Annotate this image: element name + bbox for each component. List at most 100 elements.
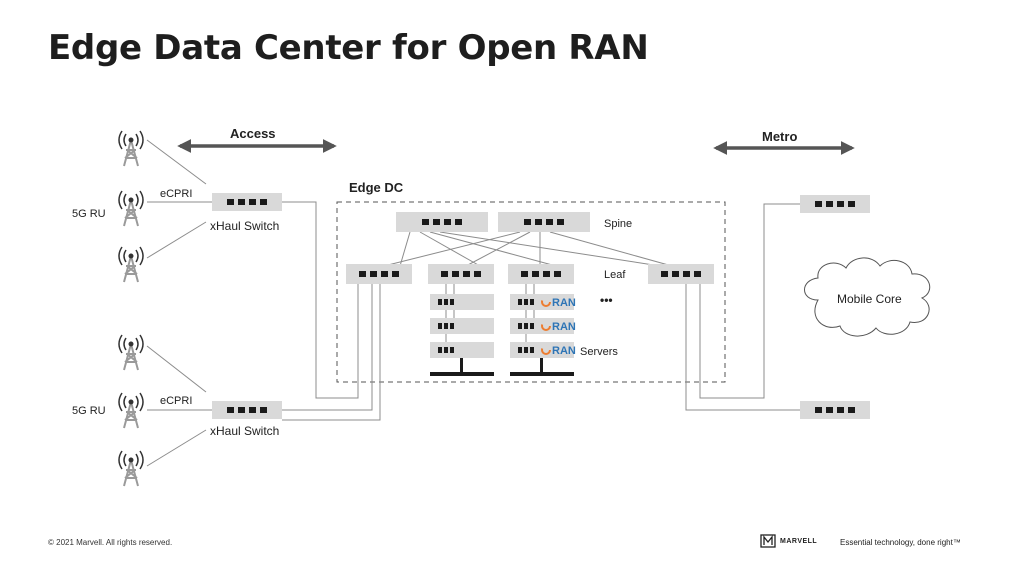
switch-port (837, 201, 844, 207)
ran-logo: RAN (541, 345, 576, 357)
metro-label: Metro (762, 129, 797, 144)
server-rack1-2 (430, 318, 494, 334)
switch-port (370, 271, 377, 277)
switch-port (826, 201, 833, 207)
switch-port (463, 271, 470, 277)
radio-tower-icon (118, 392, 144, 429)
server-port (524, 347, 528, 353)
switch-port (227, 407, 234, 413)
server-port (438, 347, 442, 353)
radio-tower-icon (118, 130, 144, 167)
switch-port (422, 219, 429, 225)
server-port (530, 323, 534, 329)
ran-logo: RAN (541, 297, 576, 309)
server-port (444, 299, 448, 305)
mobile-core-label: Mobile Core (837, 292, 902, 306)
switch-port (837, 407, 844, 413)
switch-port (238, 199, 245, 205)
leaf-switch-3 (508, 264, 574, 284)
radio-tower-icon (118, 246, 144, 283)
leaf-switch-2 (428, 264, 494, 284)
server-port (518, 347, 522, 353)
switch-port (826, 407, 833, 413)
switch-port (543, 271, 550, 277)
server-port (450, 347, 454, 353)
server-port (438, 323, 442, 329)
server-rack2-1: RAN (510, 294, 576, 310)
server-port (444, 323, 448, 329)
switch-port (227, 199, 234, 205)
metro-switch-top (800, 195, 870, 213)
switch-port (249, 199, 256, 205)
ecpri-label-bottom: eCPRI (160, 395, 192, 407)
marvell-logo: MARVELL (760, 534, 817, 548)
server-port (524, 323, 528, 329)
switch-port (557, 219, 564, 225)
marvell-logo-icon (760, 534, 776, 548)
switch-port (524, 219, 531, 225)
switch-port (694, 271, 701, 277)
switch-port (444, 219, 451, 225)
rack-base-2 (510, 356, 574, 376)
ran-logo-ring (541, 297, 551, 307)
server-port (444, 347, 448, 353)
xhaul-label-top: xHaul Switch (210, 219, 279, 233)
switch-port (661, 271, 668, 277)
xhaul-switch-top (212, 193, 282, 211)
switch-port (452, 271, 459, 277)
leaf-switch-1 (346, 264, 412, 284)
server-port (530, 299, 534, 305)
servers-label: Servers (580, 346, 618, 358)
connection-lines (146, 139, 800, 467)
ellipsis-label: ••• (600, 293, 613, 307)
ran-logo: RAN (541, 321, 576, 333)
server-rack1-1 (430, 294, 494, 310)
edge-dc-label: Edge DC (349, 180, 404, 195)
ru-label-bottom: 5G RU (72, 405, 106, 417)
server-rack2-2: RAN (510, 318, 576, 334)
radio-tower-icon (118, 450, 144, 487)
switch-port (848, 201, 855, 207)
server-port (450, 299, 454, 305)
switch-port (474, 271, 481, 277)
switch-port (546, 219, 553, 225)
spine-switch-1 (396, 212, 488, 232)
radio-tower-icon (118, 334, 144, 371)
switch-port (381, 271, 388, 277)
server-port (518, 323, 522, 329)
radio-tower-icon (118, 190, 144, 227)
ran-logo-ring (541, 321, 551, 331)
ran-logo-text: RAN (552, 321, 576, 333)
switch-port (532, 271, 539, 277)
ran-logo-text: RAN (552, 345, 576, 357)
server-rack2-3: RAN (510, 342, 576, 358)
server-port (438, 299, 442, 305)
leaf-switch-4 (648, 264, 714, 284)
switch-port (441, 271, 448, 277)
rack-base-1 (430, 356, 494, 376)
switch-port (848, 407, 855, 413)
mobile-core-cloud: Mobile Core (804, 257, 931, 337)
switch-port (249, 407, 256, 413)
server-rack1-3 (430, 342, 494, 358)
metro-switch-bottom (800, 401, 870, 419)
page-title: Edge Data Center for Open RAN (48, 28, 649, 68)
server-port (524, 299, 528, 305)
switch-port (359, 271, 366, 277)
switch-port (683, 271, 690, 277)
switch-port (535, 219, 542, 225)
switch-port (392, 271, 399, 277)
xhaul-label-bottom: xHaul Switch (210, 424, 279, 438)
switch-port (815, 201, 822, 207)
copyright: © 2021 Marvell. All rights reserved. (48, 538, 173, 547)
switch-port (260, 199, 267, 205)
switch-port (554, 271, 561, 277)
ecpri-label-top: eCPRI (160, 188, 192, 200)
ran-logo-ring (541, 345, 551, 355)
switch-port (260, 407, 267, 413)
spine-label: Spine (604, 218, 632, 230)
server-port (518, 299, 522, 305)
switch-port (433, 219, 440, 225)
